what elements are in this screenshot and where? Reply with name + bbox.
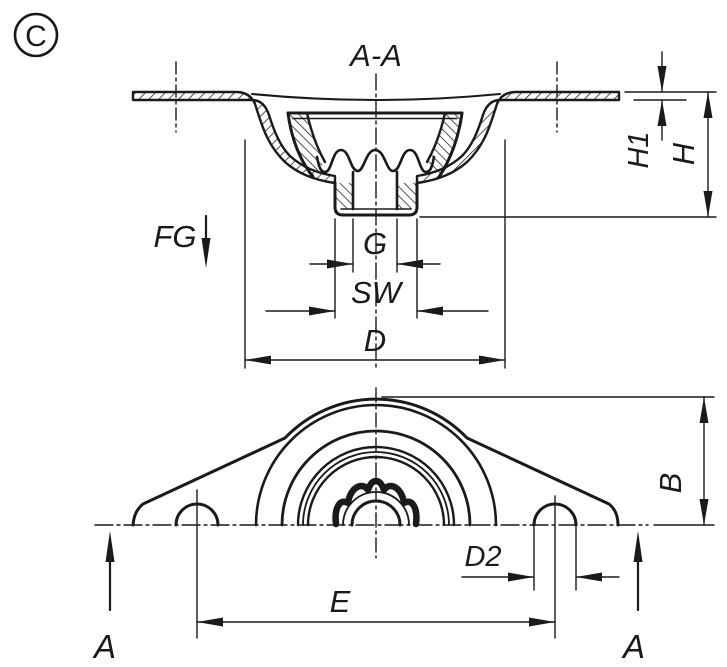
plan-view: B D2 E A A [92, 387, 715, 665]
dim-SW-arrow-left-icon [309, 306, 335, 316]
collar-hatch-right [397, 183, 417, 209]
dim-B-label: B [653, 473, 688, 494]
section-title: A-A [348, 38, 402, 73]
crown-inner-arc [342, 491, 410, 526]
dim-E-label: E [330, 584, 351, 619]
nut-hatch-right [427, 113, 462, 177]
dim-H1-arrow-bottom-icon [657, 100, 667, 126]
thread-lobe-crown [332, 477, 420, 528]
thread-profile [315, 148, 436, 174]
section-arrow-left-label: A [92, 628, 116, 665]
sheet-left-section [131, 90, 337, 185]
dim-D-arrow-left-icon [245, 355, 271, 365]
nut-hatch-left [288, 113, 325, 177]
dim-G-label: G [363, 226, 387, 261]
dome-arc-r94 [280, 429, 472, 527]
dim-SW: SW [265, 218, 489, 319]
dim-D2-label: D2 [464, 541, 501, 573]
dim-D2-arrow-right-icon [576, 572, 602, 582]
dim-B-arrow-bottom-icon [699, 499, 709, 525]
dim-D-label: D [364, 323, 386, 358]
dim-G-arrow-left-icon [327, 259, 353, 269]
dim-H-arrow-bottom-icon [703, 191, 713, 217]
nut-flange-arc-mid [302, 451, 450, 526]
dim-SW-extension-lines [334, 218, 418, 319]
callout-circle [13, 12, 59, 58]
section-arrow-right-label: A [621, 628, 645, 665]
dim-SW-label: SW [351, 275, 404, 310]
section-arrow-right-icon [633, 531, 643, 562]
section-plane-indicators: A A [92, 531, 645, 665]
collar-hatch-left [335, 183, 353, 209]
nut-flange-arc-outer [296, 445, 456, 527]
fg-label: FG [153, 219, 196, 254]
dim-G: G [309, 218, 441, 273]
dim-D-extension-lines [244, 139, 506, 369]
dim-G-extension-lines [352, 218, 398, 273]
dim-E: E [196, 584, 556, 627]
dim-H1-arrow-top-icon [657, 66, 667, 92]
collar-outline [333, 181, 419, 217]
dim-H-label: H [666, 142, 701, 165]
dim-D2: D2 [461, 526, 620, 591]
sheet-right-section [415, 90, 621, 185]
dim-D2-extension-lines [533, 526, 577, 591]
dim-G-arrow-right-icon [397, 259, 423, 269]
dim-D-arrow-right-icon [479, 355, 505, 365]
thread-bore-arc [350, 499, 402, 527]
section-arrow-left-icon [105, 531, 115, 562]
dome-edge-line [251, 93, 501, 101]
dim-B-arrow-top-icon [699, 397, 709, 423]
dim-SW-arrow-right-icon [417, 306, 443, 316]
dim-B: B [381, 396, 715, 526]
view-callout: C [13, 12, 59, 58]
dim-E-arrow-right-icon [529, 617, 555, 627]
dim-D2-arrow-left-icon [508, 572, 534, 582]
dim-H1-H: H1 H [419, 51, 717, 218]
dim-E-arrow-left-icon [197, 617, 223, 627]
load-direction-indicator: FG [153, 214, 211, 268]
dome-inner-edge-arc [254, 403, 498, 527]
dim-H-arrow-top-icon [703, 92, 713, 118]
fg-arrowhead-icon [201, 238, 211, 268]
dim-D: D [244, 139, 506, 369]
plate-outline [131, 397, 620, 527]
nut-flange-arc-inner [306, 455, 446, 527]
section-view: A-A FG [131, 38, 717, 371]
callout-letter: C [25, 20, 47, 53]
dim-H1-label: H1 [623, 131, 655, 168]
